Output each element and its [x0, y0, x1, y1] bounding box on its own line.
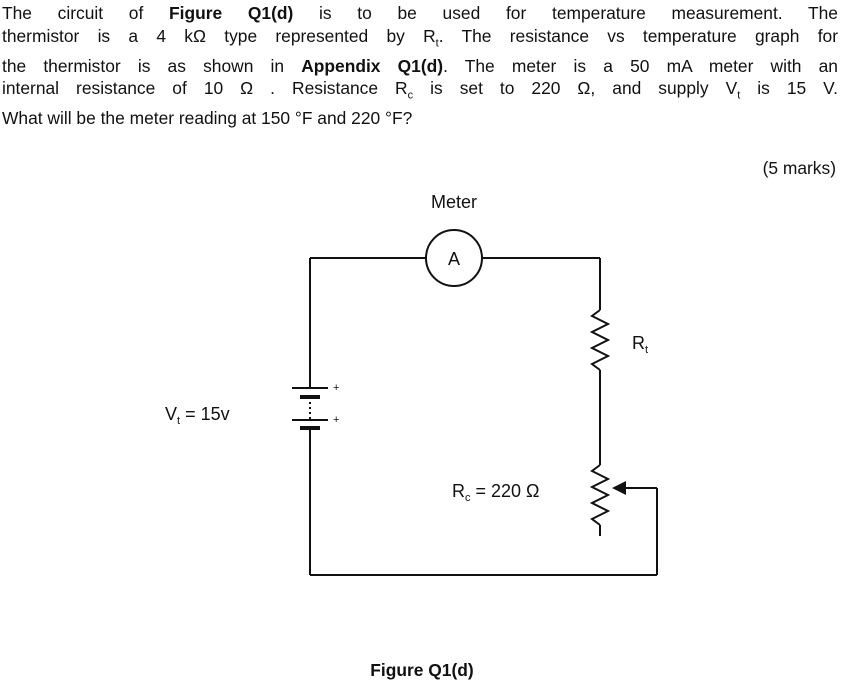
- thermistor-resistor: [589, 309, 611, 371]
- subscript: t: [435, 37, 439, 50]
- battery-symbol: [292, 387, 328, 430]
- wiper-arrow-icon: [612, 481, 626, 495]
- battery-plus-sign-2: +: [333, 414, 339, 426]
- figure-reference: Figure Q1(d): [169, 3, 294, 23]
- question-text-segment: The circuit of: [2, 3, 170, 23]
- figure-caption: Figure Q1(d): [370, 660, 474, 680]
- supply-value: = 15v: [180, 404, 230, 424]
- question-line-4: internal resistance of 10 Ω . Resistance…: [2, 77, 838, 107]
- question-text-segment: is to be used for temperature measuremen…: [293, 3, 838, 23]
- ammeter-letter: A: [448, 249, 460, 269]
- question-text-segment: internal resistance of 10 Ω . Resistance…: [2, 78, 408, 99]
- supply-label-main: V: [165, 404, 177, 424]
- meter-label: Meter: [431, 192, 477, 212]
- question-text-segment: . The resistance vs temperature graph fo…: [438, 25, 838, 46]
- rc-label-sub: c: [465, 492, 471, 504]
- battery-plus-sign-1: +: [333, 382, 339, 394]
- subscript: t: [737, 89, 741, 102]
- appendix-reference: Appendix Q1(d): [301, 55, 444, 76]
- thermistor-label: Rt: [632, 333, 648, 356]
- question-text-segment: is set to 220 Ω, and supply V: [413, 78, 738, 99]
- question-line-2: thermistor is a 4 kΩ type represented by…: [2, 25, 838, 55]
- question-text-segment: thermistor is a 4 kΩ type represented by…: [2, 25, 436, 46]
- question-line-1: The circuit of Figure Q1(d) is to be use…: [2, 2, 838, 25]
- rc-label: Rc = 220 Ω: [452, 481, 540, 504]
- rc-resistor: [589, 464, 611, 526]
- question-text: The circuit of Figure Q1(d) is to be use…: [2, 2, 838, 130]
- marks-label: (5 marks): [762, 158, 836, 178]
- supply-label: Vt = 15v: [165, 404, 230, 427]
- thermistor-label-main: R: [632, 333, 645, 353]
- thermistor-label-sub: t: [645, 344, 648, 356]
- question-text-segment: is 15 V.: [740, 78, 839, 99]
- question-line-5: What will be the meter reading at 150 °F…: [2, 108, 413, 129]
- question-line-3: the thermistor is as shown in Appendix Q…: [2, 55, 838, 78]
- rc-label-main: R: [452, 481, 465, 501]
- question-text-segment: the thermistor is as shown in: [2, 55, 302, 76]
- question-text-segment: . The meter is a 50 mA meter with an: [443, 55, 838, 76]
- rc-value: = 220 Ω: [471, 481, 540, 501]
- supply-label-sub: t: [177, 415, 180, 427]
- subscript: c: [407, 89, 414, 102]
